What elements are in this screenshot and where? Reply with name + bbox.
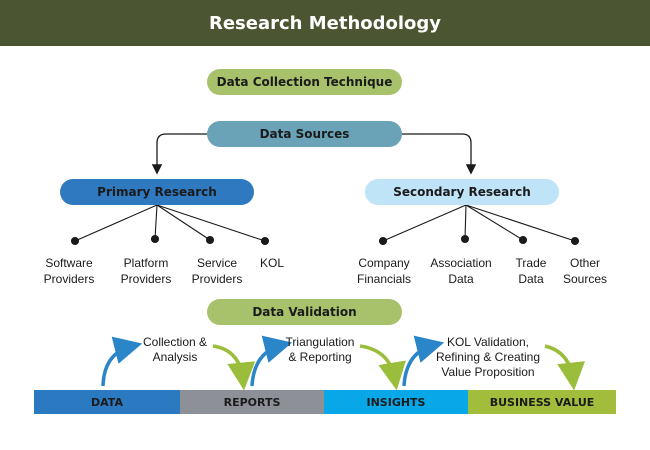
curve-arrow-insights-down (359, 344, 406, 391)
arrow-to-primary (151, 133, 207, 175)
curve-arrow-value-down (544, 344, 586, 391)
leaf-software-providers: Software Providers (43, 256, 95, 286)
leaf-platform-providers: Platform Providers (120, 256, 172, 286)
leaf-company-financials: Company Financials (356, 256, 412, 286)
bar-segment-data: DATA (34, 390, 180, 414)
node-dot (205, 235, 215, 245)
node-dot (518, 235, 528, 245)
node-dot (570, 236, 580, 246)
curve-arrow-reports-up (250, 335, 293, 387)
leaf-other-sources: Other Sources (562, 256, 608, 286)
arrow-to-secondary (402, 133, 477, 175)
step-triangulation-reporting: Triangulation & Reporting (285, 335, 355, 364)
leaf-kol: KOL (259, 256, 284, 270)
bar-segment-insights: INSIGHTS (324, 390, 468, 414)
data-collection-technique-pill: Data Collection Technique (207, 69, 402, 95)
bar-segment-business-value: BUSINESS VALUE (468, 390, 616, 414)
leaf-association-data: Association Data (430, 256, 492, 286)
secondary-research-pill: Secondary Research (365, 179, 559, 205)
data-sources-pill: Data Sources (207, 121, 402, 147)
leaf-trade-data: Trade Data (515, 256, 547, 286)
node-dot (260, 236, 270, 246)
bar-segment-reports: REPORTS (180, 390, 324, 414)
page-title: Research Methodology (208, 12, 442, 34)
data-validation-label: Data Validation (252, 305, 357, 319)
curve-arrow-insights-up (402, 335, 445, 387)
data-collection-technique-label: Data Collection Technique (216, 75, 393, 89)
leaf-service-providers: Service Providers (191, 256, 243, 286)
step-kol-validation: KOL Validation, Refining & Creating Valu… (435, 335, 541, 379)
curve-arrow-data-up (101, 336, 143, 387)
data-sources-label: Data Sources (259, 127, 350, 141)
primary-research-pill: Primary Research (60, 179, 254, 205)
node-dot (378, 236, 388, 246)
bar-segment-business-value-label: BUSINESS VALUE (489, 395, 595, 409)
curve-arrow-reports-down (212, 344, 256, 391)
bar-segment-reports-label: REPORTS (223, 395, 281, 409)
data-validation-pill: Data Validation (207, 299, 402, 325)
node-dot (150, 234, 160, 244)
primary-fan (70, 204, 270, 246)
bar-segment-data-label: DATA (91, 395, 123, 409)
node-dot (70, 236, 80, 246)
primary-research-label: Primary Research (97, 185, 217, 199)
page-title-banner: Research Methodology (0, 0, 650, 46)
step-collection-analysis: Collection & Analysis (142, 335, 208, 364)
node-dot (460, 234, 470, 244)
secondary-fan (378, 204, 580, 246)
secondary-research-label: Secondary Research (393, 185, 531, 199)
bar-segment-insights-label: INSIGHTS (366, 395, 426, 409)
